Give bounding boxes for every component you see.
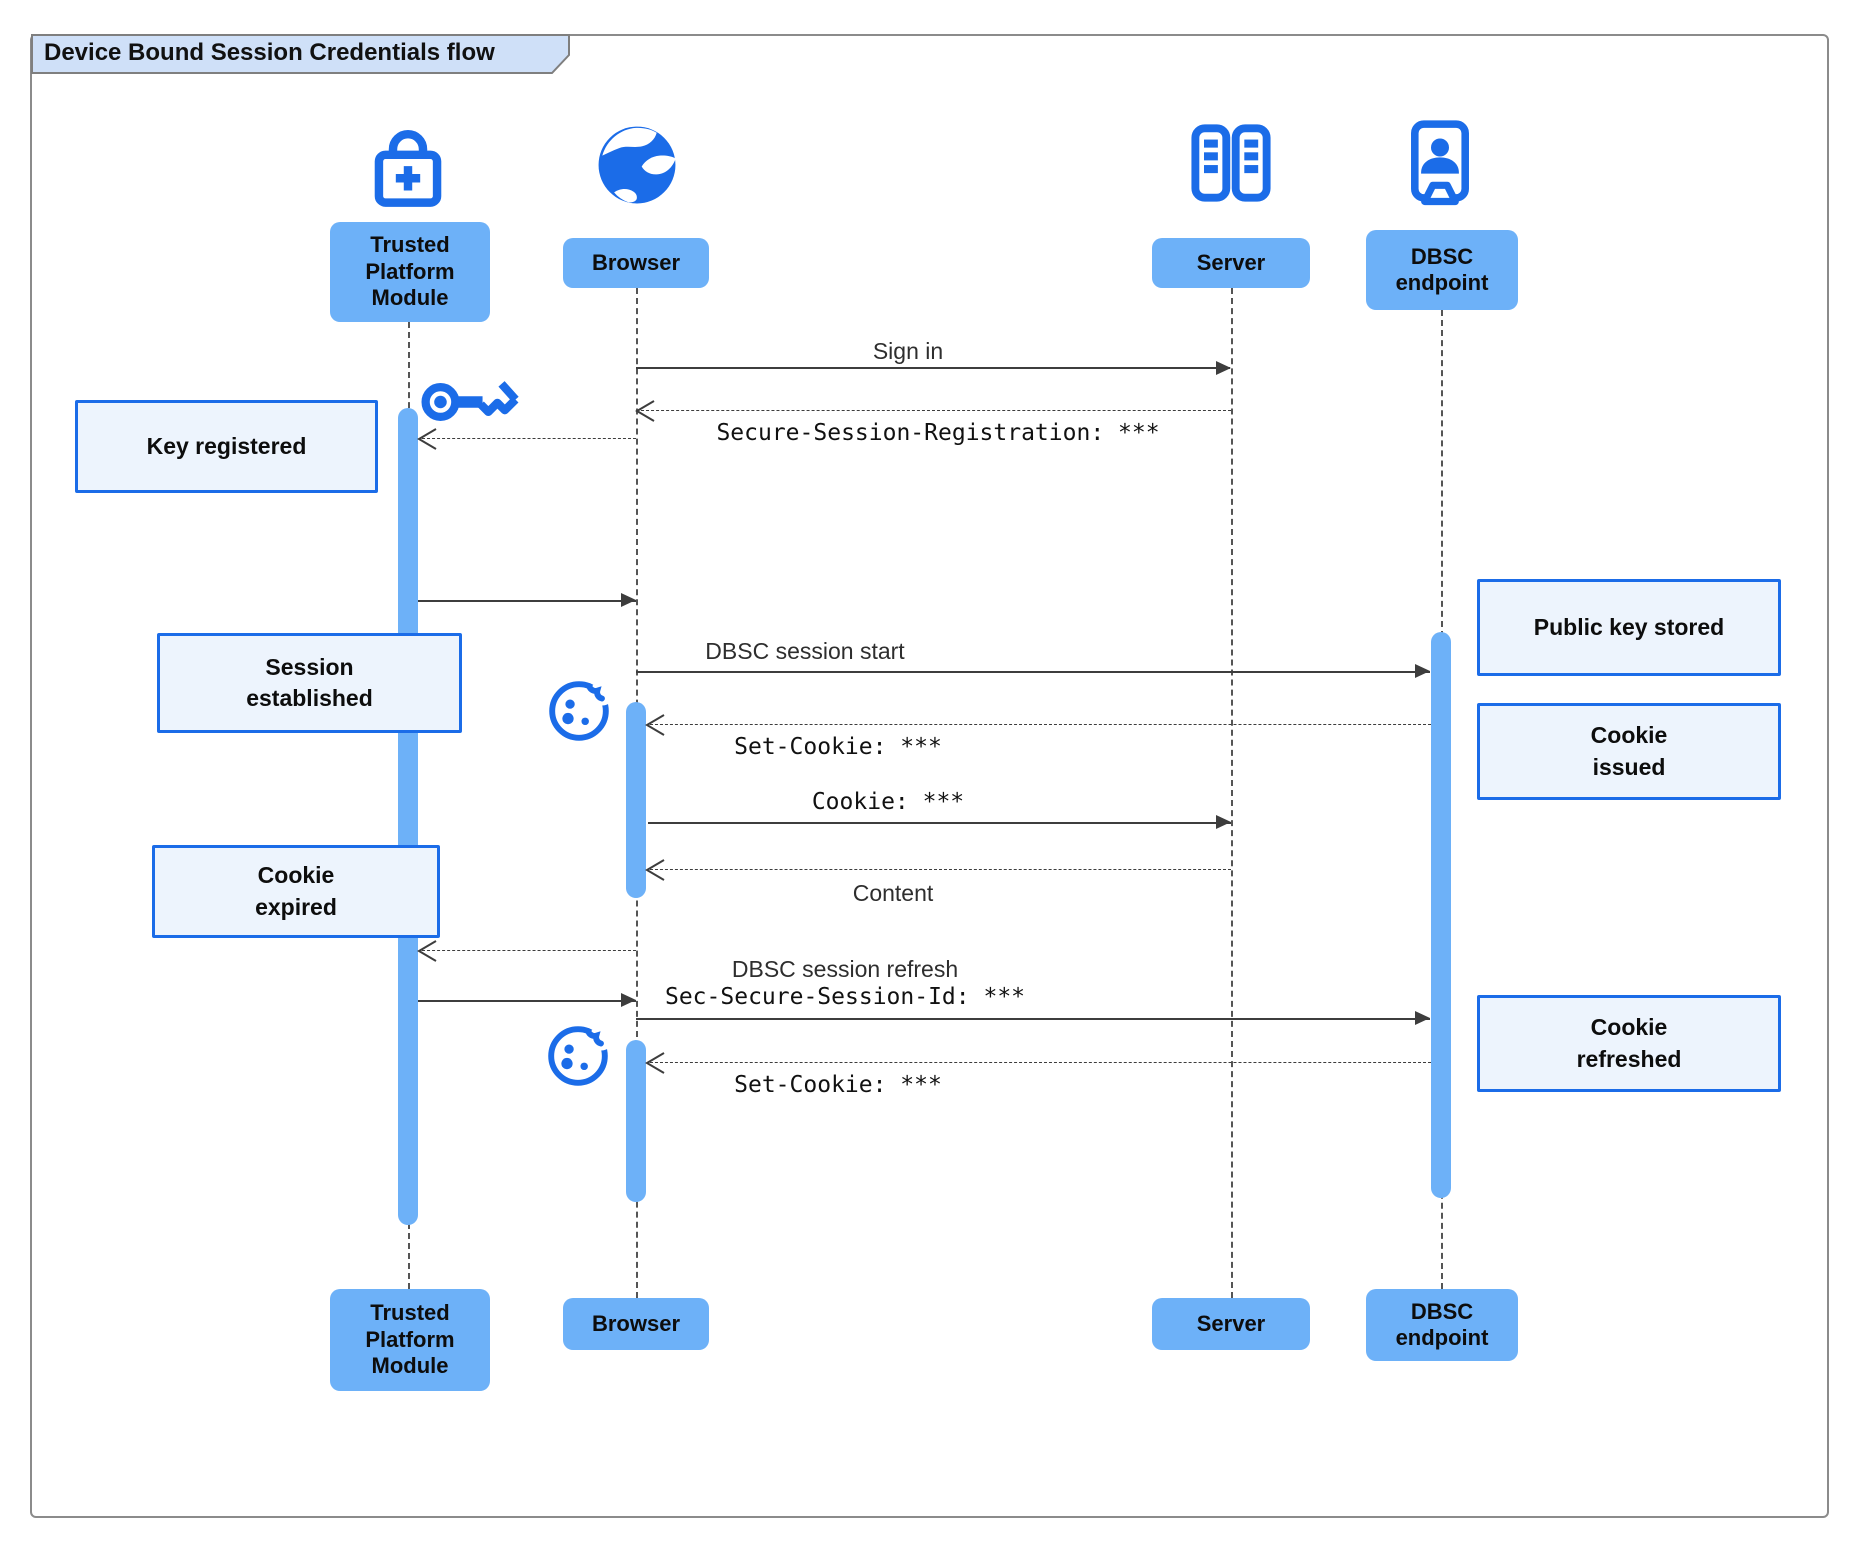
actor-top-server: Server xyxy=(1152,238,1310,288)
actor-label: DBSC endpoint xyxy=(1395,243,1489,295)
msg-register-key-line xyxy=(422,438,636,439)
msg-session-registration-line xyxy=(641,410,1231,411)
msg-set-cookie-2-line xyxy=(650,1062,1431,1063)
note-label: Key registered xyxy=(146,432,307,459)
msg-content-label: Content xyxy=(852,880,934,906)
note-cookie-refreshed: Cookie refreshed xyxy=(1477,995,1781,1092)
msg-refresh-key-arrowhead xyxy=(417,940,437,962)
msg-dbsc-session-refresh-arrowhead xyxy=(1415,1011,1430,1025)
msg-session-registration-arrowhead xyxy=(635,400,655,422)
msg-sign-in-label: Sign in xyxy=(872,338,944,364)
msg-set-cookie-2-arrowhead xyxy=(645,1052,665,1074)
note-public-key-stored: Public key stored xyxy=(1477,579,1781,676)
msg-dbsc-session-start-label: DBSC session start xyxy=(705,638,905,664)
actor-label: Trusted Platform Module xyxy=(365,232,455,311)
msg-cookie-arrowhead xyxy=(1216,815,1231,829)
note-key-registered: Key registered xyxy=(75,400,378,493)
note-cookie-expired: Cookie expired xyxy=(152,845,440,938)
activation-browser-2 xyxy=(626,1040,646,1202)
msg-dbsc-session-start-line xyxy=(636,671,1430,673)
msg-content-arrowhead xyxy=(645,859,665,881)
actor-label: Browser xyxy=(591,1310,681,1336)
msg-set-cookie-2-label: Set-Cookie: *** xyxy=(734,1072,942,1098)
msg-cookie-label: Cookie: *** xyxy=(811,789,965,815)
msg-key-ready-2-line xyxy=(418,1000,636,1002)
note-label: Cookie issued xyxy=(1590,722,1668,780)
msg-dbsc-session-start-arrowhead xyxy=(1415,664,1430,678)
diagram-frame xyxy=(30,34,1829,1518)
actor-label: Server xyxy=(1196,249,1266,275)
msg-set-cookie-1-label: Set-Cookie: *** xyxy=(734,734,942,760)
activation-dbsc xyxy=(1431,632,1451,1198)
cookie-icon xyxy=(545,1023,614,1094)
actor-bottom-dbsc: DBSC endpoint xyxy=(1366,1289,1518,1361)
msg-dbsc-session-refresh-line xyxy=(636,1018,1430,1020)
msg-sign-in-line xyxy=(636,367,1230,369)
actor-top-tpm: Trusted Platform Module xyxy=(330,222,490,322)
actor-bottom-browser: Browser xyxy=(563,1298,709,1350)
diagram-title: Device Bound Session Credentials flow xyxy=(44,39,495,66)
actor-bottom-tpm: Trusted Platform Module xyxy=(330,1289,490,1391)
msg-key-ready-line xyxy=(418,600,636,602)
msg-content-line xyxy=(650,869,1231,870)
actor-label: DBSC endpoint xyxy=(1395,1298,1489,1350)
msg-set-cookie-1-line xyxy=(650,724,1431,725)
msg-key-ready-2-arrowhead xyxy=(621,993,636,1007)
activation-browser-1 xyxy=(626,702,646,898)
note-label: Cookie refreshed xyxy=(1576,1014,1682,1072)
actor-label: Server xyxy=(1196,1310,1266,1336)
msg-sign-in-arrowhead xyxy=(1216,361,1231,375)
actor-label: Browser xyxy=(591,249,681,275)
note-cookie-issued: Cookie issued xyxy=(1477,703,1781,800)
globe-icon xyxy=(592,120,682,215)
note-label: Session established xyxy=(246,653,373,711)
msg-dbsc-session-refresh-label: DBSC session refresh xyxy=(731,956,959,982)
actor-top-browser: Browser xyxy=(563,238,709,288)
key-icon xyxy=(418,369,524,440)
cookie-icon xyxy=(546,678,615,749)
activation-tpm xyxy=(398,408,418,1225)
note-label: Cookie expired xyxy=(255,862,337,920)
msg-dbsc-session-refresh-label2: Sec-Secure-Session-Id: *** xyxy=(664,984,1026,1010)
msg-cookie-line xyxy=(648,822,1231,824)
actor-top-dbsc: DBSC endpoint xyxy=(1366,230,1518,310)
note-label: Public key stored xyxy=(1533,613,1725,640)
server-racks-icon xyxy=(1186,118,1276,213)
lock-plus-icon xyxy=(363,122,453,217)
actor-bottom-server: Server xyxy=(1152,1298,1310,1350)
lifeline-server xyxy=(1231,288,1233,1298)
msg-key-ready-arrowhead xyxy=(621,593,636,607)
note-session-established: Session established xyxy=(157,633,462,733)
actor-label: Trusted Platform Module xyxy=(365,1300,455,1379)
msg-set-cookie-1-arrowhead xyxy=(645,714,665,736)
title-tab xyxy=(31,34,570,74)
msg-refresh-key-line xyxy=(422,950,636,951)
door-person-icon xyxy=(1404,116,1476,211)
msg-session-registration-label: Secure-Session-Registration: *** xyxy=(716,420,1160,446)
msg-register-key-arrowhead xyxy=(417,428,437,450)
